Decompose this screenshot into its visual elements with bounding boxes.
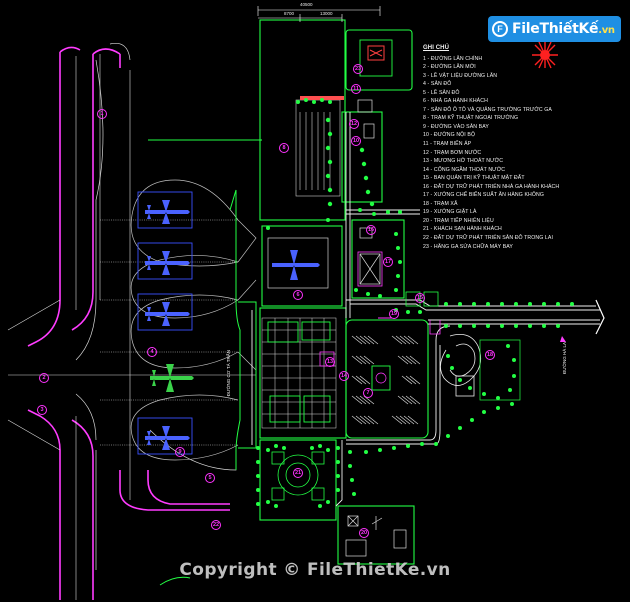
zone-label: 1 <box>97 109 107 119</box>
zone-label: 15 <box>415 293 425 303</box>
legend-item: 10 - ĐƯỜNG NỘI BỘ <box>423 132 476 139</box>
legend-item: 5 - LỀ SÂN ĐỖ <box>423 89 460 96</box>
logo-tld: .vn <box>598 25 615 36</box>
watermark-logo: F FileThiếtKế.vn <box>488 14 621 44</box>
legend-item: 22 - ĐẤT DỰ TRỮ PHÁT TRIỂN SÂN ĐỖ TRONG … <box>423 235 553 242</box>
parking-rows <box>351 335 421 425</box>
legend-item: 14 - CỐNG NGẦM THOÁT NƯỚC <box>423 166 506 173</box>
legend-item: 17 - XƯỞNG CHẾ BIẾN SUẤT ĂN HÀNG KHÔNG <box>423 192 544 199</box>
zone-label: 9 <box>175 447 185 457</box>
logo-icon: F <box>492 21 508 37</box>
legend-item: 6 - NHÀ GA HÀNH KHÁCH <box>423 98 488 105</box>
legend-item: 16 - ĐẤT DỰ TRỮ PHÁT TRIỂN NHÀ GA HÀNH K… <box>423 183 560 190</box>
zone-label: 22 <box>211 520 221 530</box>
zone-label: 17 <box>383 257 393 267</box>
logo-burst-icon <box>532 41 558 69</box>
legend-item: 23 - HĂNG GA SỬA CHỮA MÁY BAY <box>423 243 513 250</box>
legend-item: 11 - TRẠM BIẾN ÁP <box>423 141 472 148</box>
legend-item: 4 - SÂN ĐỖ <box>423 81 452 88</box>
legend-item: 21 - KHÁCH SẠN HÀNH KHÁCH <box>423 226 502 233</box>
zone-label: 10 <box>351 136 361 146</box>
logo-brand-2: Kế <box>578 21 599 37</box>
zone-label: 12 <box>349 119 359 129</box>
reserve-apron-22 <box>261 225 343 307</box>
logo-badge: F FileThiếtKế.vn <box>488 16 621 42</box>
copyright-watermark: Copyright © FileThietKe.vn <box>179 560 451 580</box>
zone-label: 2 <box>39 373 49 383</box>
legend-title: GHI CHÚ <box>423 45 450 51</box>
legend-item: 9 - ĐƯỜNG VÀO SÂN BAY <box>423 123 489 130</box>
zone-label: 6 <box>293 290 303 300</box>
zone-label: 8 <box>279 143 289 153</box>
zone-label: 16 <box>366 225 376 235</box>
zone-label: 7 <box>363 388 373 398</box>
zone-label: 18 <box>485 350 495 360</box>
zone-label: 19 <box>389 309 399 319</box>
zone-label: 14 <box>339 371 349 381</box>
logo-brand: FileThiết <box>512 21 579 37</box>
legend-item: 15 - BAN QUẢN TRỊ KỸ THUẬT MẶT ĐẤT <box>423 175 525 182</box>
aircraft-on-taxiway <box>150 364 194 392</box>
zone-label: 21 <box>293 468 303 478</box>
legend-item: 7 - SÂN ĐỖ Ô TÔ VÀ QUẢNG TRƯỜNG TRƯỚC GA <box>423 106 552 113</box>
apron-boundary <box>148 139 260 470</box>
zone-label: 3 <box>37 405 47 415</box>
dimension-left: 8700 <box>284 11 295 16</box>
zone-label: 11 <box>351 84 361 94</box>
zone-label: 5 <box>205 473 215 483</box>
terminal-detail <box>261 317 337 429</box>
zone-label: 23 <box>353 64 363 74</box>
legend-item: 13 - MƯƠNG HỞ THOÁT NƯỚC <box>423 158 504 165</box>
legend: GHI CHÚ 1 - ĐƯỜNG LĂN CHÍNH 2 - ĐƯỜNG LĂN… <box>423 44 623 251</box>
zone-label: 13 <box>325 357 335 367</box>
legend-item: 20 - TRẠM TIẾP NHIÊN LIỆU <box>423 217 494 224</box>
legend-item: 2 - ĐƯỜNG LĂN MỚI <box>423 64 476 71</box>
road-label-right: ĐƯỜNG HÀ LA <box>562 342 567 374</box>
hotel-block <box>259 439 337 521</box>
access-roads <box>251 112 600 507</box>
legend-item: 18 - TRẠM XĂ <box>423 200 458 207</box>
tree-rows <box>256 98 574 506</box>
dimension-total: 40500 <box>300 2 313 7</box>
aircraft-icons <box>145 200 190 450</box>
legend-item: 19 - XƯỞNG GIẶT LÀ <box>423 209 477 216</box>
zone-label: 4 <box>147 347 157 357</box>
aircraft-stands <box>137 191 193 455</box>
zone-label: 20 <box>359 528 369 538</box>
legend-item: 1 - ĐƯỜNG LĂN CHÍNH <box>423 55 483 62</box>
legend-item: 8 - TRẠM KỸ THUẬT NGOẠI TRƯỜNG <box>423 115 519 122</box>
apron-stands <box>130 179 257 461</box>
dimension-mid: 13000 <box>320 11 333 16</box>
legend-item: 12 - TRẠM BƠM NƯỚC <box>423 149 482 156</box>
road-label-left: ĐƯỜNG CƠ TÁ TRẤN <box>226 350 231 397</box>
reserve-land-8 <box>259 19 346 221</box>
legend-item: 3 - LỀ VẬT LIỆU ĐƯỜNG LĂN <box>423 72 498 79</box>
